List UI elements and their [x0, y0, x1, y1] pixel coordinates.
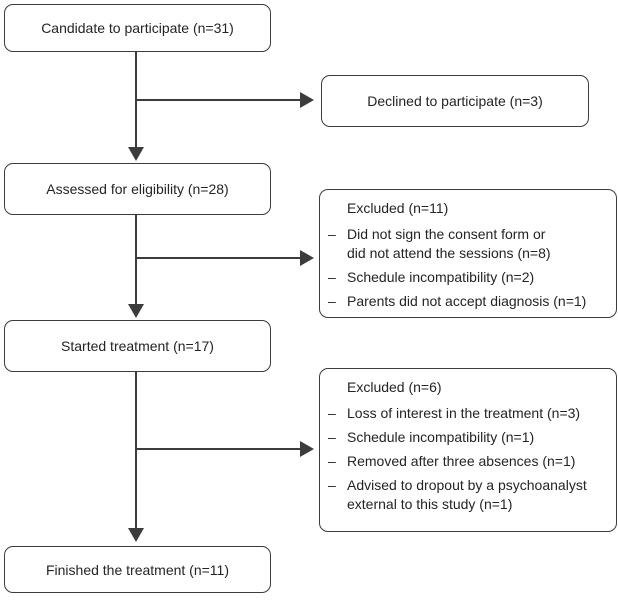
list-item-text: Schedule incompatibility (n=2)	[347, 269, 535, 285]
arrow-assessed-to-started-line	[135, 215, 137, 305]
node-finished: Finished the treatment (n=11)	[4, 546, 271, 593]
list-item: – Did not sign the consent form or did n…	[328, 225, 608, 263]
list-item: – Removed after three absences (n=1)	[328, 452, 608, 471]
dash-marker: –	[328, 269, 336, 285]
node-declined: Declined to participate (n=3)	[321, 75, 589, 127]
list-item-text: Did not sign the consent form or did not…	[347, 226, 551, 261]
node-started: Started treatment (n=17)	[4, 320, 271, 372]
list-item-text: Removed after three absences (n=1)	[347, 453, 576, 469]
node-declined-label: Declined to participate (n=3)	[367, 93, 543, 109]
list-item-text: Parents did not accept diagnosis (n=1)	[347, 293, 587, 309]
node-excluded-treatment-title: Excluded (n=6)	[347, 379, 442, 395]
dash-marker: –	[328, 453, 336, 469]
arrow-branch-to-excluded-treatment-head-icon	[300, 441, 314, 457]
node-assessed: Assessed for eligibility (n=28)	[4, 163, 271, 215]
arrow-candidate-to-assessed-head-icon	[128, 147, 144, 161]
node-started-label: Started treatment (n=17)	[61, 338, 214, 354]
dash-marker: –	[328, 293, 336, 309]
arrow-branch-to-excluded-eligibility-line	[136, 257, 301, 259]
list-item: – Loss of interest in the treatment (n=3…	[328, 404, 608, 423]
list-item-text: Loss of interest in the treatment (n=3)	[347, 405, 581, 421]
node-excluded-eligibility: Excluded (n=11) – Did not sign the conse…	[319, 189, 617, 318]
arrow-branch-to-declined-line	[136, 99, 301, 101]
dash-marker: –	[328, 405, 336, 421]
arrow-started-to-finished-head-icon	[128, 528, 144, 542]
list-item: – Advised to dropout by a psychoanalyst …	[328, 476, 608, 514]
arrow-started-to-finished-line	[135, 372, 137, 529]
list-item-text: Schedule incompatibility (n=1)	[347, 429, 535, 445]
dash-marker: –	[328, 226, 336, 242]
arrow-branch-to-excluded-eligibility-head-icon	[300, 250, 314, 266]
node-candidate: Candidate to participate (n=31)	[4, 4, 271, 52]
node-candidate-label: Candidate to participate (n=31)	[41, 20, 234, 36]
list-item: – Schedule incompatibility (n=1)	[328, 428, 608, 447]
node-excluded-treatment: Excluded (n=6) – Loss of interest in the…	[319, 368, 617, 532]
node-excluded-eligibility-title: Excluded (n=11)	[347, 200, 449, 216]
list-item: – Schedule incompatibility (n=2)	[328, 268, 608, 287]
list-item: – Parents did not accept diagnosis (n=1)	[328, 292, 608, 311]
arrow-branch-to-declined-head-icon	[300, 92, 314, 108]
dash-marker: –	[328, 429, 336, 445]
dash-marker: –	[328, 477, 336, 493]
arrow-assessed-to-started-head-icon	[128, 304, 144, 318]
list-item-text: Advised to dropout by a psychoanalyst ex…	[347, 477, 587, 512]
node-finished-label: Finished the treatment (n=11)	[45, 561, 229, 578]
node-assessed-label: Assessed for eligibility (n=28)	[46, 181, 229, 197]
arrow-branch-to-excluded-treatment-line	[136, 448, 301, 450]
